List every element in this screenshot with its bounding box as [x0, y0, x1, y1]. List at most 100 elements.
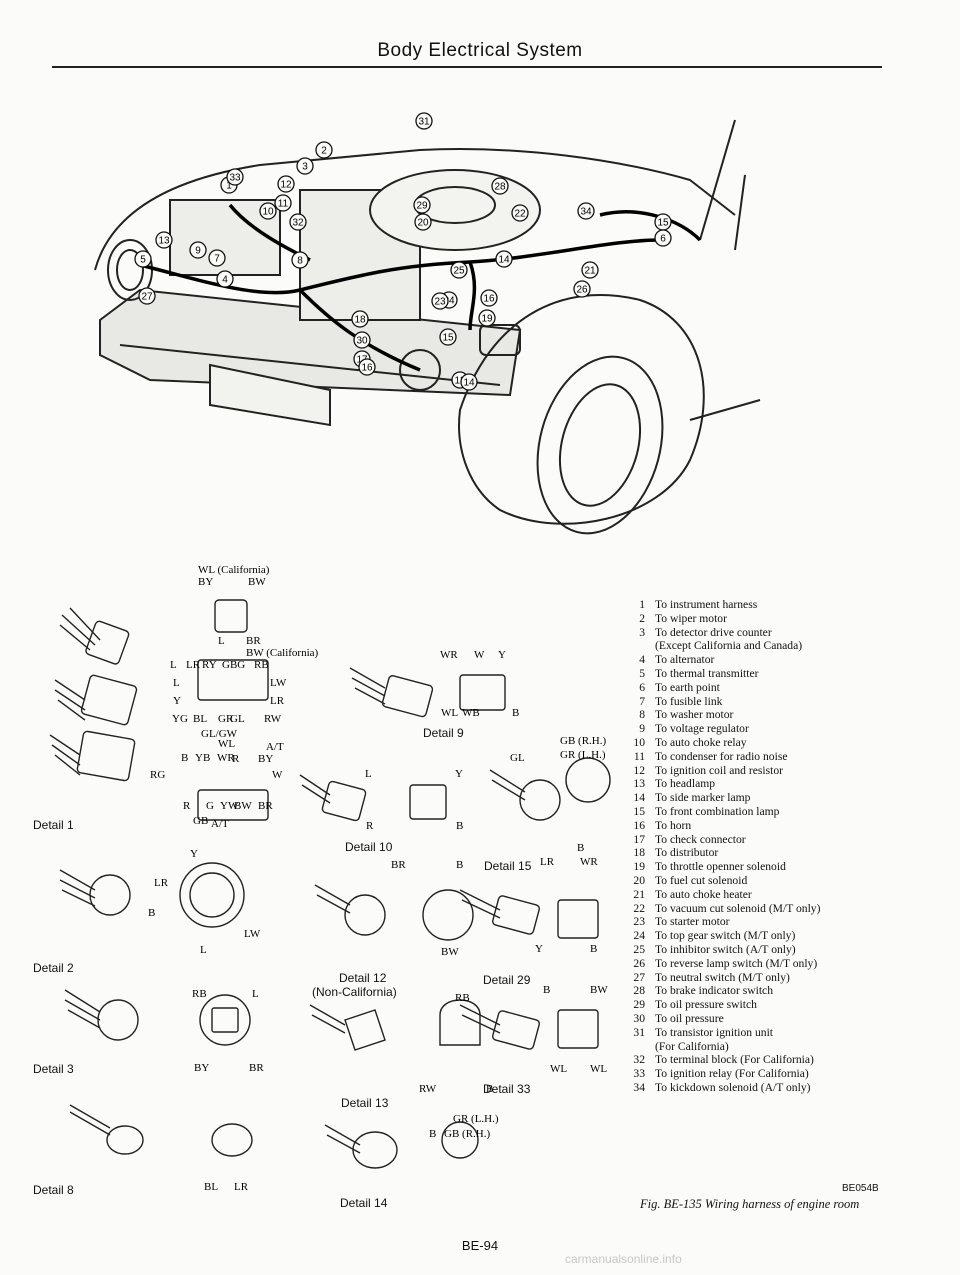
svg-text:18: 18 — [354, 315, 366, 326]
callout-15: 15 — [439, 328, 457, 346]
callout-14: 14 — [495, 250, 513, 268]
pin-label-d33: B — [543, 984, 550, 996]
legend-number: 25 — [633, 942, 645, 956]
svg-text:16: 16 — [483, 294, 495, 305]
callout-6: 6 — [654, 229, 672, 247]
pin-label-d29: WR — [580, 856, 598, 868]
pin-label-d1: A/T — [266, 741, 284, 753]
legend-number: 23 — [633, 915, 645, 929]
pin-label-d1: R — [183, 800, 191, 812]
figure-caption: Fig. BE-135 Wiring harness of engine roo… — [640, 1197, 860, 1211]
svg-text:8: 8 — [297, 256, 303, 267]
detail-2-label: Detail 2 — [33, 961, 74, 975]
detail-9-label: Detail 9 — [423, 726, 464, 740]
svg-text:22: 22 — [514, 209, 526, 220]
svg-text:23: 23 — [434, 297, 446, 308]
legend-text: To fuel cut solenoid — [655, 873, 748, 887]
pin-label-d33: WL — [590, 1063, 607, 1075]
legend-item: 20 To fuel cut solenoid — [618, 874, 918, 888]
legend-text: To ignition coil and resistor — [655, 763, 783, 777]
pin-label-d1: BR — [246, 635, 261, 647]
pin-label-d9: WR — [440, 649, 458, 661]
legend-number: 17 — [633, 832, 645, 846]
pin-label-d29: B — [590, 943, 597, 955]
legend-item: (For California) — [618, 1040, 918, 1054]
svg-text:19: 19 — [481, 314, 493, 325]
callout-2: 2 — [315, 141, 333, 159]
pin-label-d1: BY — [258, 753, 273, 765]
svg-text:26: 26 — [576, 285, 588, 296]
figure-code: BE054B — [842, 1183, 879, 1194]
legend-text: To thermal transmitter — [655, 666, 759, 680]
callout-32: 32 — [289, 213, 307, 231]
detail-13-label: Detail 13 — [341, 1096, 389, 1110]
pin-label-d8: LR — [234, 1181, 249, 1193]
header-rule — [52, 66, 882, 68]
page-header: Body Electrical System — [377, 40, 583, 61]
legend-number — [618, 639, 655, 653]
detail-12-connectors — [314, 884, 474, 941]
pin-label-d8: BL — [204, 1181, 218, 1193]
svg-text:1: 1 — [226, 181, 232, 192]
pin-label-d1: BL — [193, 713, 207, 725]
callout-16: 16 — [358, 358, 376, 376]
svg-text:11: 11 — [278, 199, 289, 210]
legend-number: 30 — [633, 1011, 645, 1025]
legend-number: 11 — [633, 749, 645, 763]
svg-text:7: 7 — [214, 254, 220, 265]
legend-number: 9 — [639, 722, 645, 736]
pin-label-d13: B — [486, 1083, 493, 1095]
legend-number: 20 — [633, 873, 645, 887]
pin-label-d2: L — [200, 944, 207, 956]
pin-label-d1: L — [218, 635, 225, 647]
pin-label-d1: Y — [173, 695, 181, 707]
callout-22: 22 — [511, 204, 529, 222]
pin-label-d1: GBG — [222, 659, 245, 671]
callout-8: 8 — [291, 251, 309, 269]
detail-1-label: Detail 1 — [33, 818, 74, 832]
callout-15: 15 — [654, 213, 672, 231]
callout-34: 34 — [577, 202, 595, 220]
pin-label-d1: GL — [230, 713, 245, 725]
legend-number: 4 — [639, 653, 645, 667]
callout-28: 28 — [491, 177, 509, 195]
legend-number: 32 — [633, 1053, 645, 1067]
legend-number: 26 — [633, 956, 645, 970]
detail-13-connectors — [309, 999, 481, 1051]
legend-number: 24 — [633, 929, 645, 943]
legend-text: To side marker lamp — [655, 791, 751, 805]
pin-label-d1: L — [173, 677, 180, 689]
svg-text:16: 16 — [361, 363, 373, 374]
svg-text:6: 6 — [660, 234, 666, 245]
svg-text:30: 30 — [356, 336, 368, 347]
callout-12: 12 — [277, 175, 295, 193]
callout-33: 33 — [226, 168, 244, 186]
legend-number: 13 — [633, 777, 645, 791]
pin-label-d1: GR — [218, 713, 234, 725]
svg-text:20: 20 — [417, 218, 429, 229]
pin-label-d9: B — [512, 707, 519, 719]
callout-26: 26 — [573, 280, 591, 298]
pin-label-d2: Y — [190, 848, 198, 860]
pin-label-d2: LW — [244, 928, 261, 940]
legend-text: To ignition relay (For California) — [655, 1067, 809, 1081]
svg-text:25: 25 — [453, 266, 465, 277]
callout-10: 10 — [259, 202, 277, 220]
pin-label-d14: GB (R.H.) — [444, 1128, 490, 1140]
legend-number: 21 — [633, 887, 645, 901]
pin-label-d1: BW — [248, 576, 266, 588]
legend-item: (Except California and Canada) — [618, 639, 918, 653]
legend-text: To oil pressure — [655, 1011, 724, 1025]
callout-3: 3 — [296, 157, 314, 175]
detail-3-label: Detail 3 — [33, 1062, 74, 1076]
watermark: carmanualsonline.info — [565, 1252, 682, 1266]
